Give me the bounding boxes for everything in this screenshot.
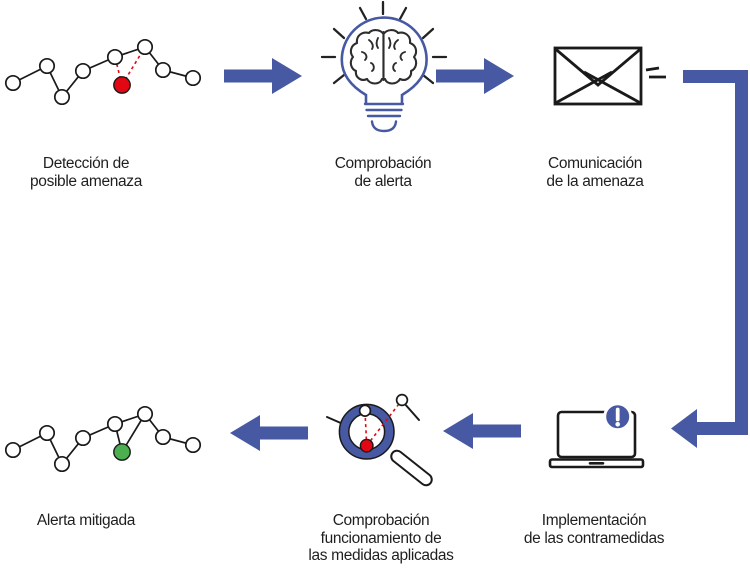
label-line: funcionamiento de [320, 529, 442, 547]
step-label-alerta-mitigada: Alerta mitigada [37, 512, 135, 530]
label-line: de las contramedidas [523, 529, 665, 547]
step-label-implementacion: Implementación de las contramedidas [523, 512, 665, 547]
step-label-deteccion: Detección de posible amenaza [30, 155, 142, 190]
label-line: Detección de [42, 155, 130, 172]
step-label-comunicacion: Comunicación de la amenaza [546, 155, 643, 190]
label-line: las medidas aplicadas [308, 547, 454, 564]
arrow-left-icon [230, 415, 308, 451]
label-line: posible amenaza [30, 172, 142, 190]
label-line: Comunicación [547, 155, 643, 172]
magnifier-network-icon [326, 393, 433, 487]
label-line: Alerta mitigada [36, 512, 136, 529]
arrow-right-icon [436, 58, 514, 94]
label-line: Comprobación [332, 512, 430, 529]
step-label-comprobacion-medidas: Comprobación funcionamiento de las medid… [308, 512, 454, 565]
label-line: de alerta [354, 172, 412, 190]
step-label-comprobacion-alerta: Comprobación de alerta [335, 155, 432, 190]
label-line: Comprobación [334, 155, 432, 172]
brain-bulb-icon [320, 0, 448, 133]
elbow-arrow-down-left-icon [671, 70, 748, 448]
network-mitigated-icon [4, 405, 202, 473]
arrow-left-icon [443, 413, 521, 449]
laptop-alert-icon [548, 402, 645, 469]
arrow-right-icon [224, 58, 302, 94]
envelope-icon [553, 46, 666, 106]
label-line: Implementación [541, 512, 647, 529]
network-threat-icon [4, 38, 202, 106]
label-line: de la amenaza [546, 172, 644, 190]
